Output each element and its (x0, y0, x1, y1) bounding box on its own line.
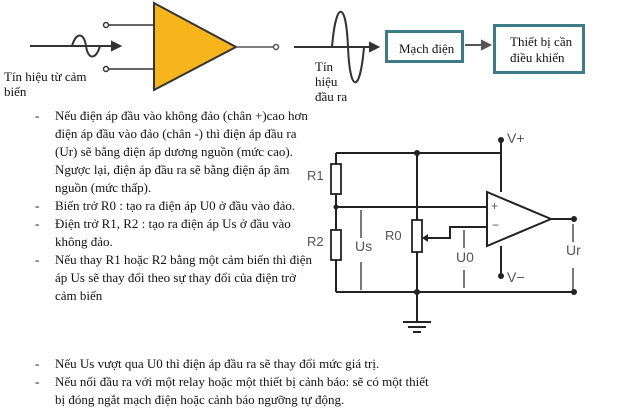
bullet-list-wide: -Nếu Us vượt qua U0 thì điện áp đầu ra s… (30, 355, 610, 409)
label-r0: R0 (385, 228, 402, 243)
bullet-dash: - (35, 374, 40, 389)
device-box-line1: Thiết bị cần (510, 34, 573, 49)
device-box-line2: điều khiển (510, 50, 565, 65)
resistor-r2 (330, 229, 342, 261)
output-label-line2: hiệu (315, 74, 338, 89)
circuit-nodes (333, 137, 577, 295)
arrow-circuit-to-device (465, 39, 493, 51)
label-u0: U0 (456, 249, 474, 265)
input-signal-arrow (30, 34, 123, 58)
amplifier-output (236, 43, 304, 51)
bullet-item: -Nếu nối đầu ra với một relay hoặc một t… (30, 373, 435, 409)
bullet-text: Biến trở R0 : tạo ra điện áp U0 ở đầu và… (55, 198, 296, 213)
label-r1: R1 (307, 168, 324, 183)
bullet-item: -Nếu thay R1 hoặc R2 bằng một cảm biến t… (30, 251, 320, 305)
bullet-text: Điện trở R1, R2 : tạo ra điện áp Us ở đầ… (55, 216, 291, 249)
bullet-dash: - (35, 198, 40, 213)
label-vminus: V− (507, 269, 525, 285)
bullet-text: Nếu nối đầu ra với một relay hoặc một th… (55, 374, 429, 407)
bullet-item: -Biến trở R0 : tạo ra điện áp U0 ở đầu v… (30, 197, 320, 215)
amplifier-icon (153, 1, 239, 92)
bullet-item: -Điện trở R1, R2 : tạo ra điện áp Us ở đ… (30, 215, 320, 251)
bullet-item: -Nếu Us vượt qua U0 thì điện áp đầu ra s… (30, 355, 610, 373)
bullet-dash: - (35, 252, 40, 267)
circuit-box: Mạch điện (385, 30, 464, 63)
bullet-dash: - (35, 216, 40, 231)
circuit-box-label: Mạch điện (399, 41, 455, 56)
output-label-line1: Tín (315, 59, 334, 74)
label-ur: Ur (566, 242, 581, 258)
opamp-icon (486, 190, 554, 248)
input-signal-label: Tín hiệu từ cảm biến (4, 69, 87, 99)
bullet-list: -Nếu điện áp đầu vào không đảo (chân +)c… (30, 107, 320, 305)
input-label-line2: biến (4, 84, 27, 99)
output-label-line3: đầu ra (315, 89, 348, 104)
device-box: Thiết bị cần điều khiển (493, 24, 585, 74)
bullet-item: -Nếu điện áp đầu vào không đảo (chân +)c… (30, 107, 320, 197)
label-r2: R2 (307, 234, 324, 249)
bullet-dash: - (35, 108, 40, 123)
resistor-r0 (411, 219, 423, 253)
bullet-dash: - (35, 356, 40, 371)
bullet-text: Nếu điện áp đầu vào không đảo (chân +)ca… (55, 108, 308, 195)
bullet-text: Nếu Us vượt qua U0 thì điện áp đầu ra sẽ… (55, 356, 380, 371)
label-vplus: V+ (507, 130, 525, 146)
input-label-line1: Tín hiệu từ cảm (4, 69, 87, 84)
opamp-plus: + (491, 199, 499, 213)
output-signal-label: Tín hiệu đầu ra (315, 59, 347, 104)
output-signal-arrow (294, 11, 381, 83)
label-us: Us (355, 238, 373, 254)
resistor-r1 (330, 163, 342, 195)
input-terminals (102, 21, 154, 73)
circuit-schematic (330, 140, 574, 333)
opamp-minus: − (492, 218, 500, 232)
bullet-text: Nếu thay R1 hoặc R2 bằng một cảm biến th… (55, 252, 313, 303)
